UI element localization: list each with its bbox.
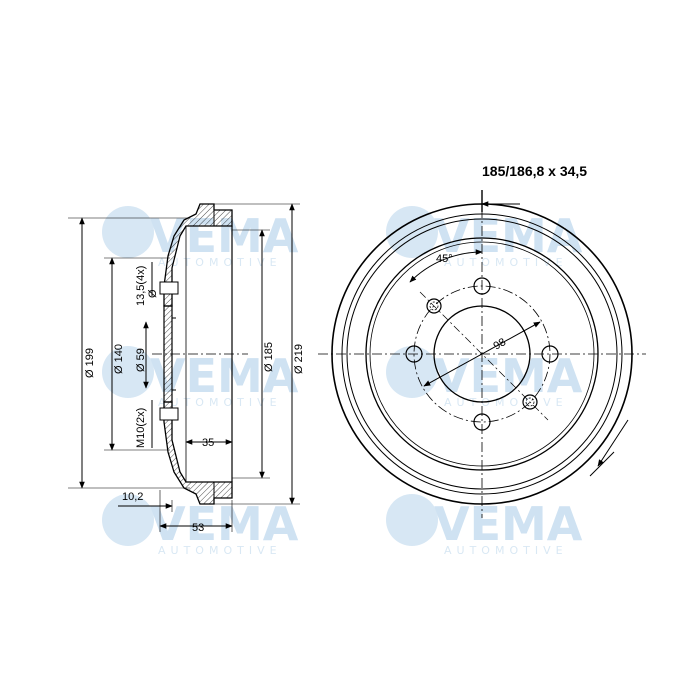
watermark-brand: VEMA xyxy=(150,497,299,551)
label-dia-59: Ø 59 xyxy=(135,348,147,372)
watermark-mid-left: VEMA AUTOMOTIVE xyxy=(102,346,299,409)
thread-hole-axis xyxy=(419,291,549,421)
leader-tick xyxy=(589,451,615,477)
label-angle-45: 45° xyxy=(436,253,453,265)
watermark-brand: VEMA xyxy=(150,349,299,403)
label-dim-10-2: 10,2 xyxy=(122,491,143,503)
bolt-hole xyxy=(541,345,559,363)
watermark-sub: AUTOMOTIVE xyxy=(158,544,282,557)
watermark-sub: AUTOMOTIVE xyxy=(444,256,568,269)
thread-hole xyxy=(522,394,538,410)
bolt-hole xyxy=(405,345,423,363)
thread-hole-inner xyxy=(429,301,439,311)
leader-outer-dia xyxy=(597,419,629,467)
watermark-brand: VEMA xyxy=(434,497,583,551)
watermark-logo-icon xyxy=(102,206,154,258)
spec-title: 185/186,8 x 34,5 xyxy=(482,163,587,179)
watermark-logo-icon xyxy=(386,206,438,258)
watermark-bottom-right: VEMA AUTOMOTIVE xyxy=(386,494,583,557)
watermark-sub: AUTOMOTIVE xyxy=(158,256,282,269)
watermark-logo-icon xyxy=(386,494,438,546)
bolt-hole xyxy=(473,413,491,431)
drum-section-upper xyxy=(163,203,233,307)
watermark-mid-right: VEMA AUTOMOTIVE xyxy=(386,346,583,409)
watermark-sub: AUTOMOTIVE xyxy=(158,396,282,409)
label-pcd-98: 98 xyxy=(492,336,509,353)
bolt-hole-section xyxy=(159,281,179,295)
label-dia-199: Ø 199 xyxy=(84,348,96,378)
label-dia-219: Ø 219 xyxy=(293,344,305,374)
label-thread-m10: M10(2x) xyxy=(135,408,147,448)
front-view: 45° 98 xyxy=(318,190,646,518)
drum-section-lower xyxy=(163,401,233,505)
label-dim-35: 35 xyxy=(202,437,214,449)
thread-hole-inner xyxy=(525,397,535,407)
label-hole-13-5: 13,5(4x) xyxy=(135,266,147,306)
drum-rim-circle xyxy=(346,218,618,490)
dim-line-98 xyxy=(423,321,541,387)
angle-arc-45 xyxy=(409,249,483,283)
side-view: Ø 199 Ø 140 Ø 59 13,5(4x) Ø M10(2x) Ø 18… xyxy=(68,203,305,534)
watermark-logo-icon xyxy=(102,346,154,398)
thread-hole-section xyxy=(159,407,179,421)
thread-hole xyxy=(426,298,442,314)
label-dia-140: Ø 140 xyxy=(113,344,125,374)
label-dia-185: Ø 185 xyxy=(263,342,275,372)
label-dim-53: 53 xyxy=(192,522,204,534)
hub-face xyxy=(163,305,173,403)
watermark-logo-icon xyxy=(102,494,154,546)
label-hole-dia: Ø xyxy=(147,289,159,298)
watermark-sub: AUTOMOTIVE xyxy=(444,544,568,557)
